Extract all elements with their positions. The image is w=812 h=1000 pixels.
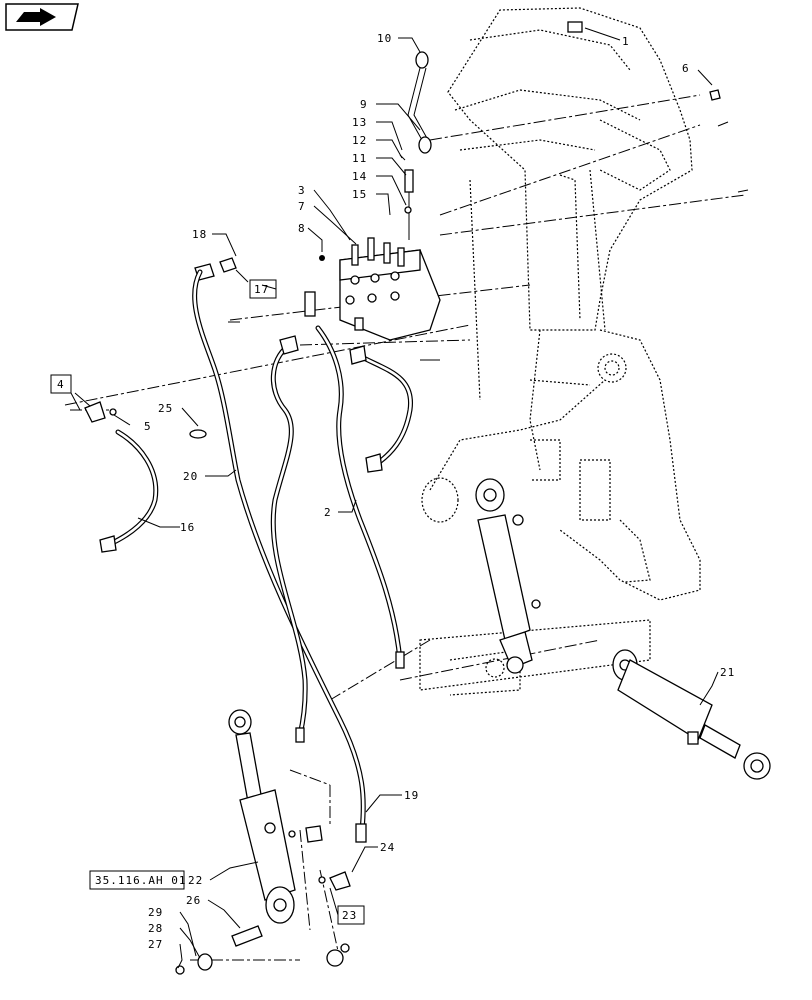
callout-25[interactable]: 25 (158, 402, 173, 415)
callout-labels: 1 2 3 4 5 6 7 8 9 10 11 12 13 14 15 16 1… (50, 32, 735, 951)
cylinder-22 (228, 709, 323, 924)
callout-26[interactable]: 26 (186, 894, 201, 907)
callout-11[interactable]: 11 (352, 152, 367, 165)
callout-18[interactable]: 18 (192, 228, 207, 241)
callout-23[interactable]: 23 (342, 909, 357, 922)
callout-14[interactable]: 14 (352, 170, 367, 183)
loose-parts (84, 21, 749, 439)
callout-5[interactable]: 5 (144, 420, 152, 433)
reference-box-label: 35.116.AH 01 (95, 874, 186, 887)
callout-4-box (50, 374, 72, 394)
control-handle (399, 51, 432, 240)
callout-6[interactable]: 6 (682, 62, 690, 75)
callout-17[interactable]: 17 (254, 283, 269, 296)
reference-link[interactable]: 35.116.AH 01 (89, 870, 186, 890)
callout-21[interactable]: 21 (720, 666, 735, 679)
callout-19[interactable]: 19 (404, 789, 419, 802)
callout-20[interactable]: 20 (183, 470, 198, 483)
callout-7[interactable]: 7 (298, 200, 306, 213)
callout-24[interactable]: 24 (380, 841, 395, 854)
callout-3[interactable]: 3 (298, 184, 306, 197)
hoses (99, 269, 413, 843)
callout-9[interactable]: 9 (360, 98, 368, 111)
callout-29[interactable]: 29 (148, 906, 163, 919)
callout-22[interactable]: 22 (188, 874, 203, 887)
callout-8[interactable]: 8 (298, 222, 306, 235)
callout-2[interactable]: 2 (324, 506, 332, 519)
control-valve (319, 237, 441, 341)
callout-28[interactable]: 28 (148, 922, 163, 935)
lift-cylinder-center (475, 478, 541, 674)
cylinder-21 (612, 649, 771, 780)
callout-12[interactable]: 12 (352, 134, 367, 147)
callout-10[interactable]: 10 (377, 32, 392, 45)
loader-frame (419, 7, 701, 696)
book-arrow-icon[interactable] (5, 3, 79, 31)
callout-1[interactable]: 1 (622, 35, 630, 48)
box-connectors (70, 284, 339, 916)
callout-16[interactable]: 16 (180, 521, 195, 534)
callout-4[interactable]: 4 (57, 378, 65, 391)
callout-27[interactable]: 27 (148, 938, 163, 951)
callout-15[interactable]: 15 (352, 188, 367, 201)
callout-13[interactable]: 13 (352, 116, 367, 129)
pin-and-washers (175, 871, 351, 975)
leader-lines (74, 27, 719, 969)
